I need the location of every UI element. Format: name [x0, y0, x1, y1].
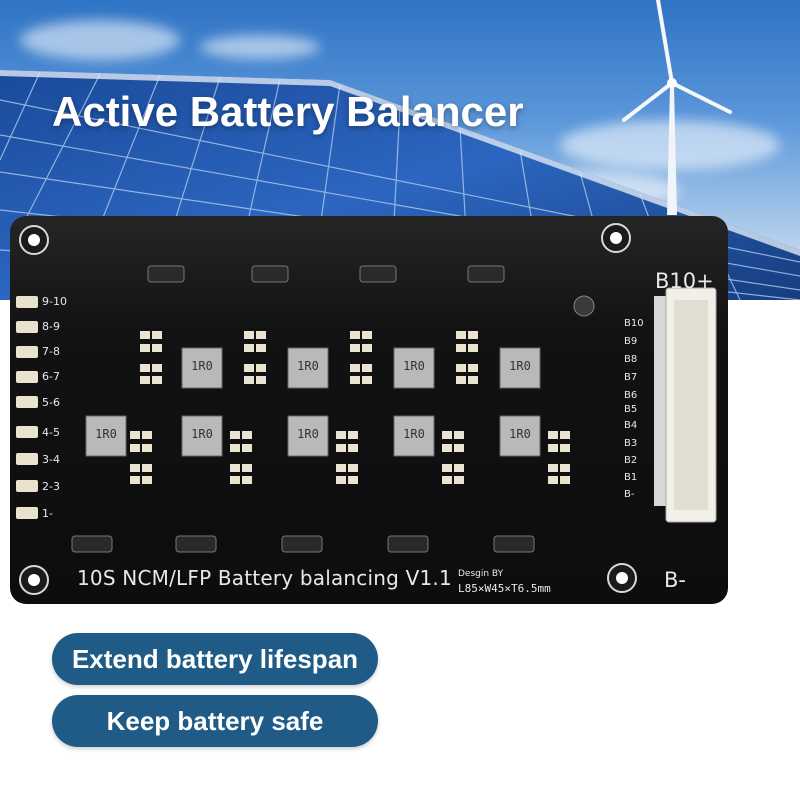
balancer-cell-top-2	[244, 265, 329, 389]
balancer-cell-top-4	[456, 265, 595, 389]
inductor-label: 1R0	[191, 427, 213, 441]
led-label: 8-9	[42, 320, 60, 333]
balance-wire-connector	[654, 287, 717, 523]
board-silkscreen-title: 10S NCM/LFP Battery balancing V1.1	[77, 566, 452, 590]
inductor-label: 1R0	[509, 359, 531, 373]
balancer-cell-bottom-2	[175, 415, 252, 553]
pin-label: B9	[624, 336, 638, 347]
pin-label: B3	[624, 438, 638, 449]
balancer-cell-top-3	[350, 265, 435, 389]
balancer-cell-bottom-5	[493, 415, 570, 553]
inductor-label: 1R0	[95, 427, 117, 441]
cloud	[20, 20, 180, 60]
pin-label: B2	[624, 455, 638, 466]
inductor-label: 1R0	[403, 427, 425, 441]
mounting-holes	[19, 223, 637, 595]
pin-label: B10	[624, 318, 644, 329]
inductor-label: 1R0	[297, 427, 319, 441]
status-leds	[16, 296, 38, 519]
pin-label: B4	[624, 420, 638, 431]
led-label: 7-8	[42, 345, 60, 358]
page-title: Active Battery Balancer	[52, 88, 524, 135]
balancer-cell-bottom-4	[387, 415, 464, 553]
pin-label: B6	[624, 390, 638, 401]
led-label: 4-5	[42, 426, 60, 439]
pin-label: B7	[624, 372, 638, 383]
board-silkscreen-dimensions: L85×W45×T6.5mm	[458, 582, 551, 595]
terminal-label-top: B10+	[655, 269, 714, 293]
led-label: 1-	[42, 507, 53, 520]
led-label: 6-7	[42, 370, 60, 383]
cloud	[200, 35, 320, 59]
wind-turbine	[622, 0, 732, 215]
pin-label: B1	[624, 472, 638, 483]
pcb-board: 1R0 1R0 1R0 1R0 1R0 1R0 1R0 1R0 1R0	[10, 216, 728, 604]
balancer-cell-top-1	[140, 265, 223, 389]
feature-pill-safe: Keep battery safe	[52, 695, 378, 747]
pin-label: B5	[624, 404, 638, 415]
led-label: 9-10	[42, 295, 67, 308]
inductor-label: 1R0	[403, 359, 425, 373]
feature-pill-lifespan: Extend battery lifespan	[52, 633, 378, 685]
inductor-label: 1R0	[191, 359, 213, 373]
pin-label: B8	[624, 354, 638, 365]
inductor-label: 1R0	[297, 359, 319, 373]
board-silkscreen-design: Desgin BY	[458, 569, 504, 579]
inductor-label: 1R0	[509, 427, 531, 441]
balancer-cell-bottom-1	[71, 415, 152, 553]
led-label: 3-4	[42, 453, 60, 466]
balancer-cell-bottom-3	[281, 415, 358, 553]
pin-label: B-	[624, 489, 635, 500]
terminal-label-bottom: B-	[664, 568, 686, 592]
led-label: 2-3	[42, 480, 60, 493]
led-label: 5-6	[42, 396, 60, 409]
